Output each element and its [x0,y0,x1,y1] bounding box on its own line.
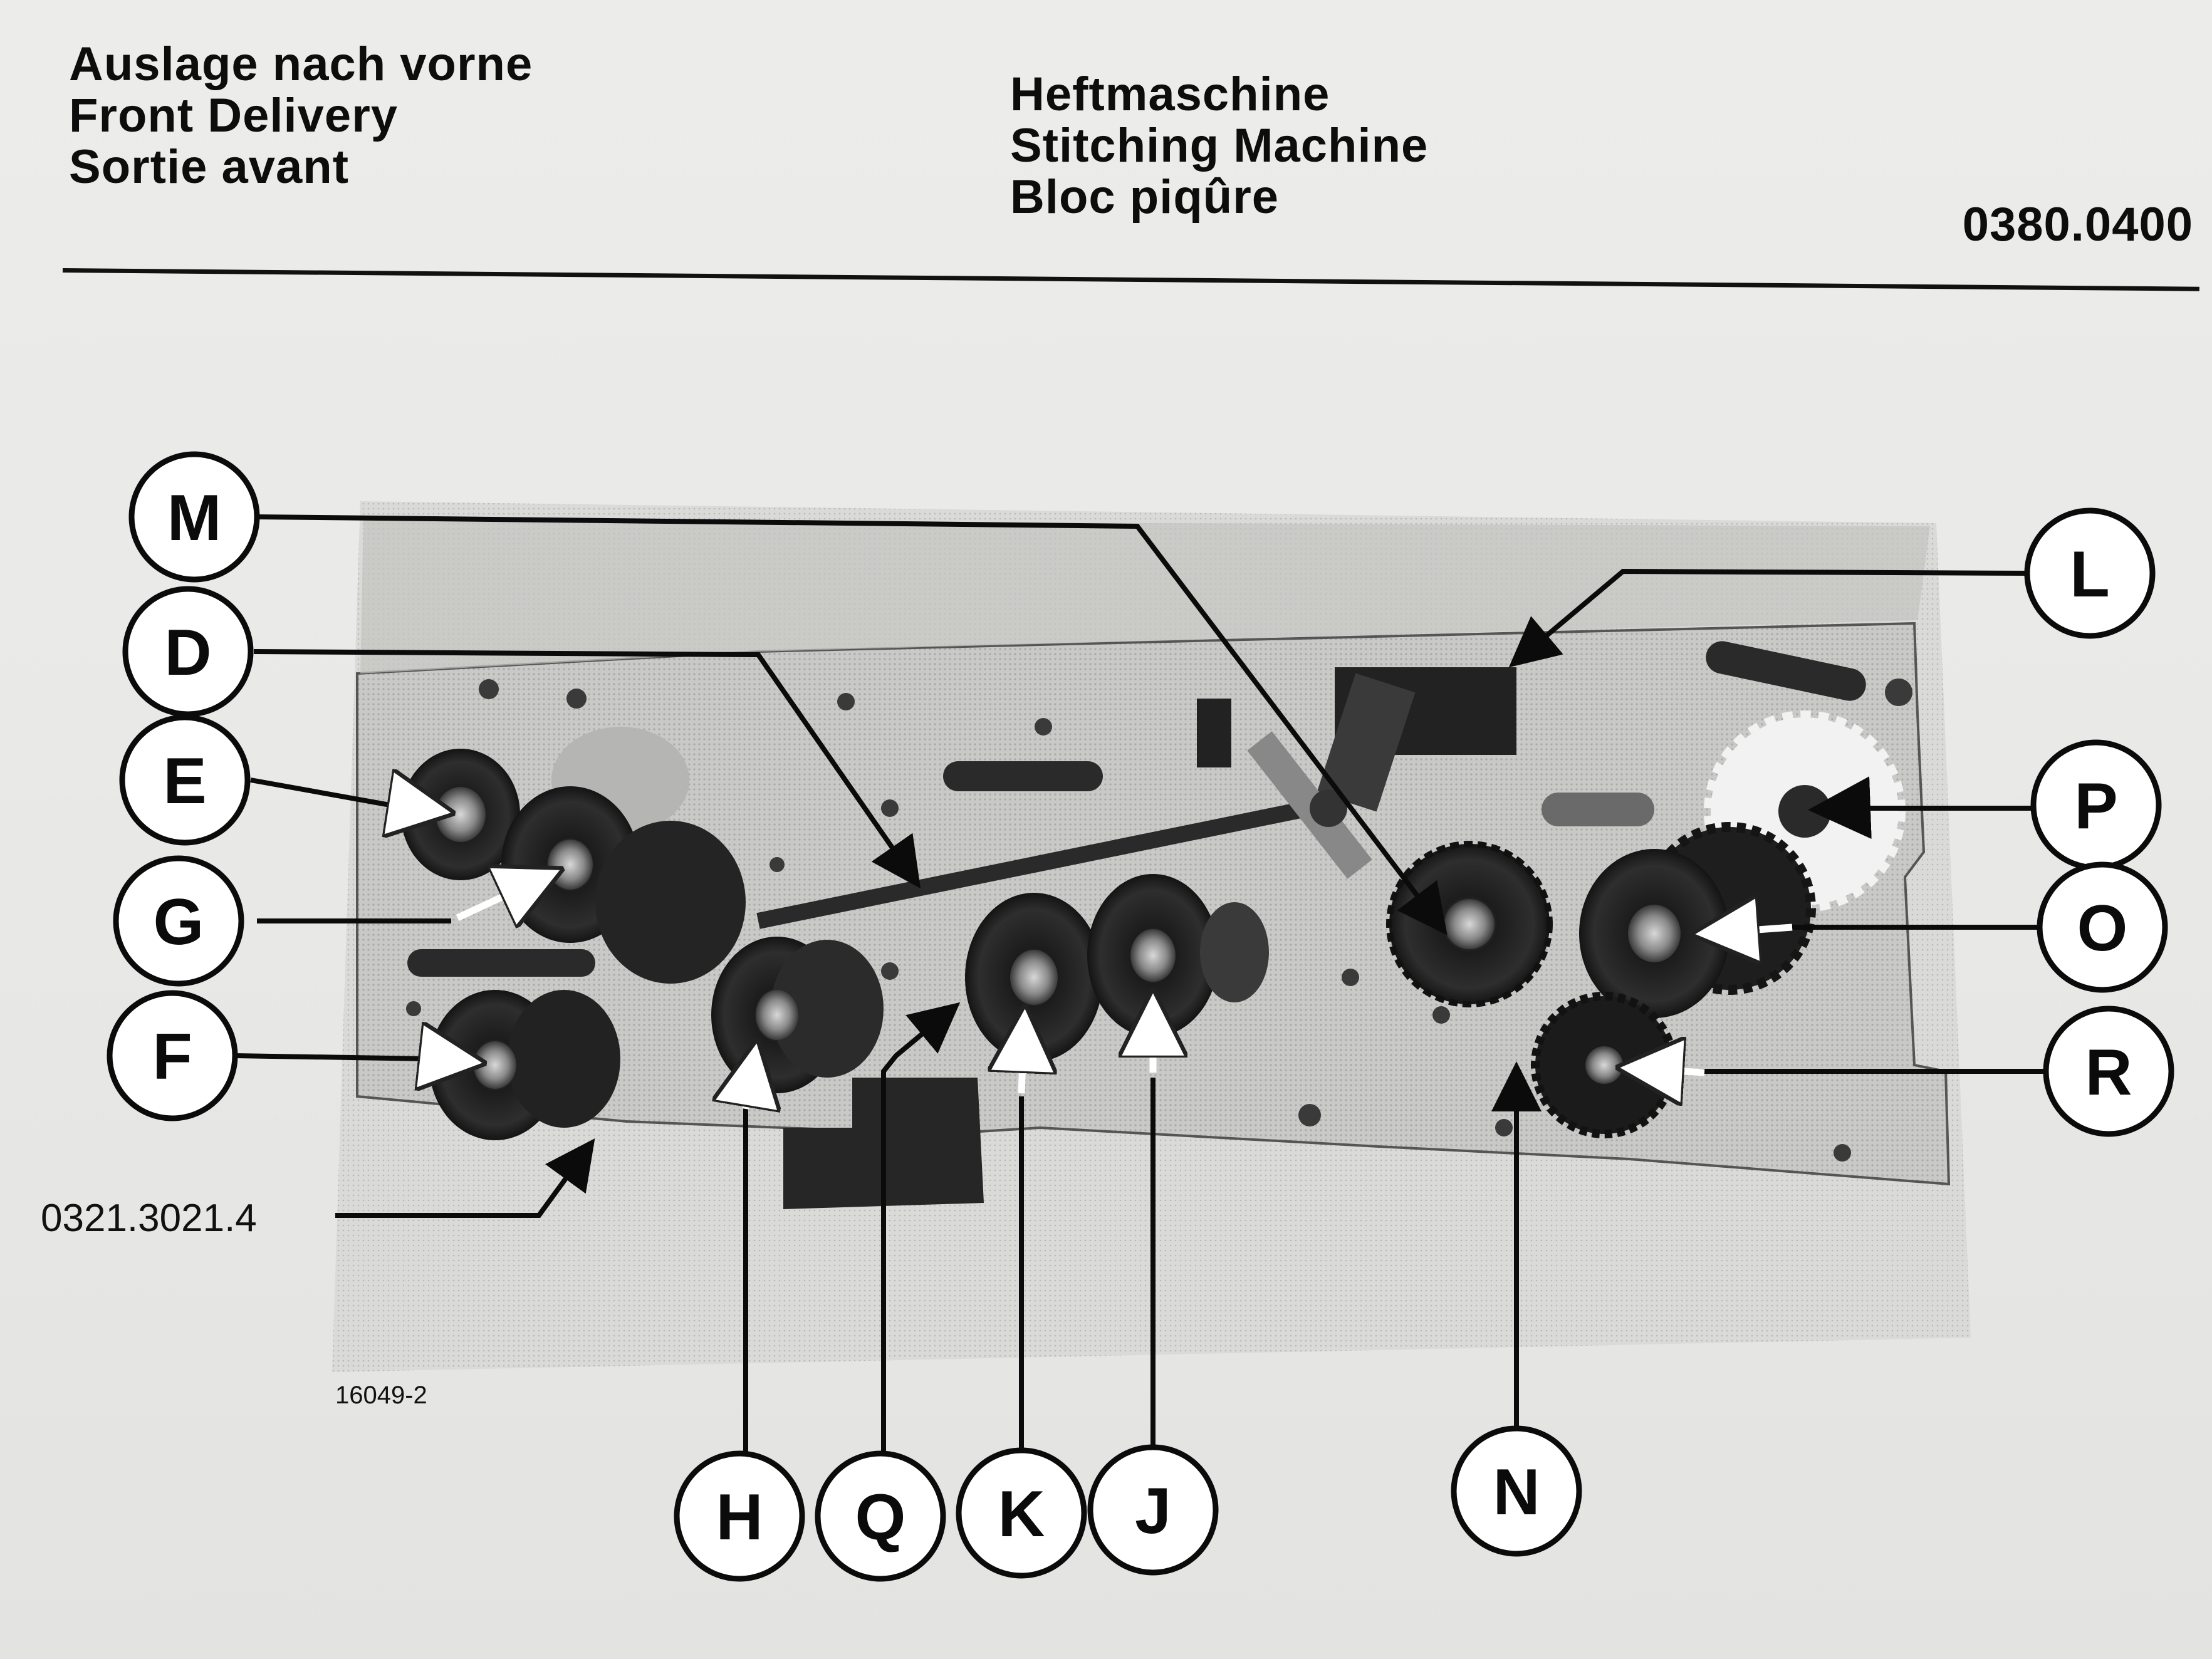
machine-title-fr: Bloc piqûre [1010,170,1280,224]
callout-j: J [1135,1475,1171,1547]
roller-k [965,893,1103,1062]
mounting-holes [406,679,1912,1162]
arrow-p [1808,776,1872,840]
callout-l: L [2070,538,2110,611]
callout-d: D [164,616,211,689]
leader-d [253,649,921,889]
leader-lines [234,514,2049,1457]
callout-r: R [2085,1036,2132,1109]
callout-e-badge: E [119,714,251,846]
callout-n: N [1493,1456,1540,1529]
leader-partno [335,1138,595,1218]
part-number-label: 0321.3021.4 [41,1197,257,1240]
callout-j-badge: J [1087,1444,1219,1576]
callout-o: O [2077,892,2128,965]
callout-p: P [2074,770,2117,843]
header-title-en: Front Delivery [69,89,399,142]
drive-chain [756,800,1312,929]
callout-f: F [152,1021,192,1093]
callout-q: Q [855,1481,906,1554]
callout-n-badge: N [1451,1425,1582,1557]
leader-l [1508,568,2031,668]
bracket-l-part [1317,667,1516,812]
leader-q [881,1002,961,1457]
callouts: M D E G F L P O R H Q K [107,451,2174,1582]
machine-title-en: Stitching Machine [1010,119,1429,172]
callout-g: G [154,886,204,959]
figure-number: 16049-2 [335,1381,427,1409]
gear-m [1386,841,1553,1007]
header-section-title: Auslage nach vorne Front Delivery Sortie… [69,39,533,193]
callout-e: E [163,745,206,818]
callout-q-badge: Q [815,1450,946,1582]
white-arrows [401,805,1793,1109]
leader-e [250,777,408,811]
callout-r-badge: R [2043,1006,2174,1137]
leader-f [234,1053,427,1061]
roller-f [429,990,620,1140]
document-code: 0380.0400 [1962,198,2193,251]
machine-title-de: Heftmaschine [1010,68,1330,121]
gear-r [1531,992,1677,1138]
callout-h: H [716,1481,763,1554]
tensioner-assembly [1197,699,1372,879]
callout-d-badge: D [122,586,254,717]
header-title-fr: Sortie avant [69,140,350,194]
leader-m [256,514,1448,935]
callout-p-badge: P [2030,739,2162,871]
callout-h-badge: H [674,1450,805,1582]
callout-k-badge: K [956,1447,1087,1579]
slots [407,641,1866,977]
callout-f-badge: F [107,990,238,1121]
callout-m: M [167,482,222,554]
callout-g-badge: G [113,855,244,987]
callout-k: K [998,1478,1045,1551]
callout-o-badge: O [2037,861,2168,993]
callout-l-badge: L [2024,507,2156,639]
header-title-de: Auslage nach vorne [69,38,533,91]
callout-m-badge: M [128,451,260,583]
header-machine-title: Heftmaschine Stitching Machine Bloc piqû… [1010,69,1428,223]
